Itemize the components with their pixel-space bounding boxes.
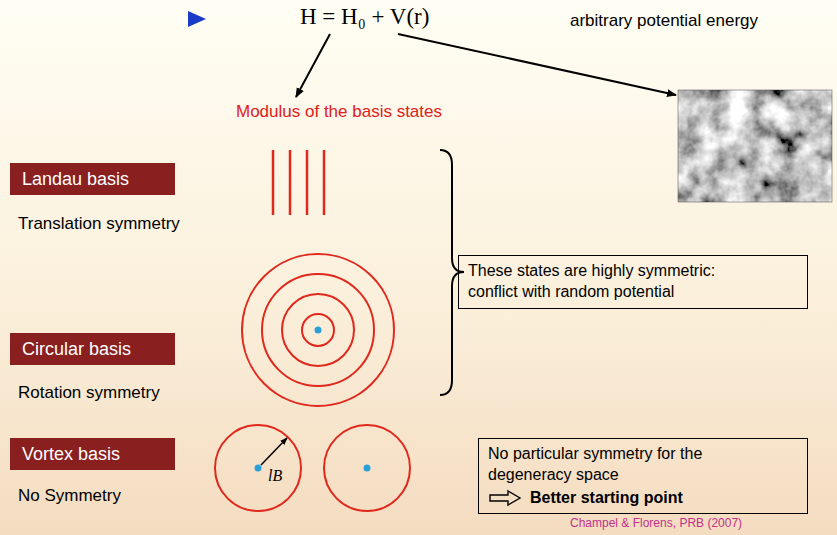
symmetry-label: Rotation symmetry xyxy=(18,383,160,403)
map-frame xyxy=(678,90,832,202)
section-heading: Modulus of the basis states xyxy=(236,102,442,122)
formula: H = H₀ + V(r) xyxy=(300,3,429,31)
symmetry-label: Translation symmetry xyxy=(18,214,180,234)
radius-arrow xyxy=(261,438,287,465)
note-text: arbitrary potential energy xyxy=(570,11,758,31)
potential-map xyxy=(678,90,832,202)
basis-tag: Vortex basis xyxy=(10,438,175,470)
note-row: Better starting point xyxy=(488,488,798,509)
basis-tag: Circular basis xyxy=(10,333,175,365)
note-text: No particular symmetry for the degenerac… xyxy=(488,444,788,486)
citation: Champel & Florens, PRB (2007) xyxy=(570,516,742,530)
bullet-triangle xyxy=(188,11,206,27)
tag-text: Landau basis xyxy=(22,169,129,190)
pointer-arrow xyxy=(296,34,330,97)
vortex-dot xyxy=(364,465,371,472)
basis-tag: Landau basis xyxy=(10,163,175,195)
note-box: These states are highly symmetric: confl… xyxy=(458,255,808,309)
tag-text: Vortex basis xyxy=(22,444,120,465)
conclusion-text: Better starting point xyxy=(530,488,683,509)
hollow-arrow xyxy=(488,489,522,507)
length-symbol: lB xyxy=(268,466,282,485)
note-box: No particular symmetry for the degenerac… xyxy=(478,438,808,514)
note-text: These states are highly symmetric: confl… xyxy=(468,261,768,303)
tag-text: Circular basis xyxy=(22,339,131,360)
symmetry-label: No Symmetry xyxy=(18,486,121,506)
brace xyxy=(440,150,464,395)
pointer-arrow xyxy=(398,34,676,95)
vortex-dot xyxy=(255,465,262,472)
landau-stripes xyxy=(273,150,324,215)
vortex-rings xyxy=(215,425,410,511)
circular-rings xyxy=(242,254,394,406)
center-dot xyxy=(315,327,322,334)
